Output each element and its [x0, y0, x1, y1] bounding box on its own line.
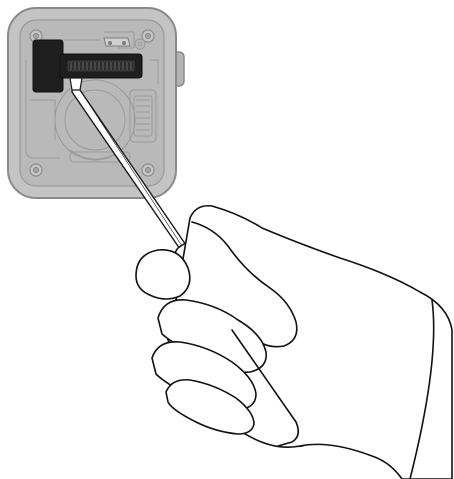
connector-bracket [104, 38, 130, 46]
bracket-screw [108, 41, 112, 45]
watch-case-icon [8, 8, 184, 198]
battery-pad [33, 40, 63, 92]
flex-connector-icon [60, 54, 142, 78]
bracket-screw [122, 41, 126, 45]
